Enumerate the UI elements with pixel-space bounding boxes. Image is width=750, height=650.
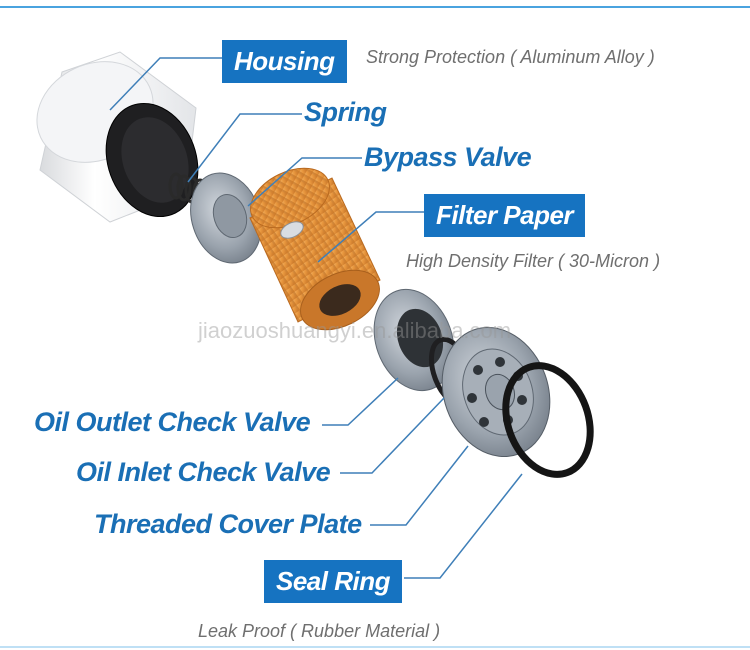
leader-oil-inlet — [340, 397, 445, 474]
spring-label: Spring — [304, 97, 387, 127]
seal-ring-note: Leak Proof ( Rubber Material ) — [198, 621, 441, 641]
housing-label: Housing — [222, 40, 347, 83]
threaded-cover-plate-part — [441, 326, 551, 458]
bypass-valve-label: Bypass Valve — [364, 142, 532, 172]
leader-housing — [109, 57, 222, 111]
leader-lines — [109, 57, 523, 579]
leader-seal-ring — [404, 473, 523, 579]
leader-bypass-valve — [247, 157, 362, 207]
filter-paper-part — [249, 167, 381, 331]
bypass-valve-part — [190, 172, 262, 264]
housing-note: Strong Protection ( Aluminum Alloy ) — [366, 47, 655, 67]
leader-filter-paper — [317, 211, 424, 263]
leader-spring — [187, 113, 302, 183]
threaded-cover-plate-label: Threaded Cover Plate — [94, 509, 362, 539]
watermark: jiaozuoshuangyi.en.alibaba.com — [198, 318, 512, 343]
bottom-rule — [0, 646, 750, 648]
seal-ring-label: Seal Ring — [264, 560, 402, 603]
leader-threaded-cover — [370, 445, 469, 526]
top-rule — [0, 6, 750, 8]
filter-paper-note: High Density Filter ( 30-Micron ) — [406, 251, 661, 271]
leader-oil-outlet — [322, 377, 399, 426]
housing-part — [36, 51, 199, 223]
filter-paper-label: Filter Paper — [424, 194, 586, 237]
seal-ring-part — [502, 362, 594, 478]
oil-inlet-check-valve-label: Oil Inlet Check Valve — [76, 457, 331, 487]
oil-outlet-check-valve-label: Oil Outlet Check Valve — [34, 407, 311, 437]
